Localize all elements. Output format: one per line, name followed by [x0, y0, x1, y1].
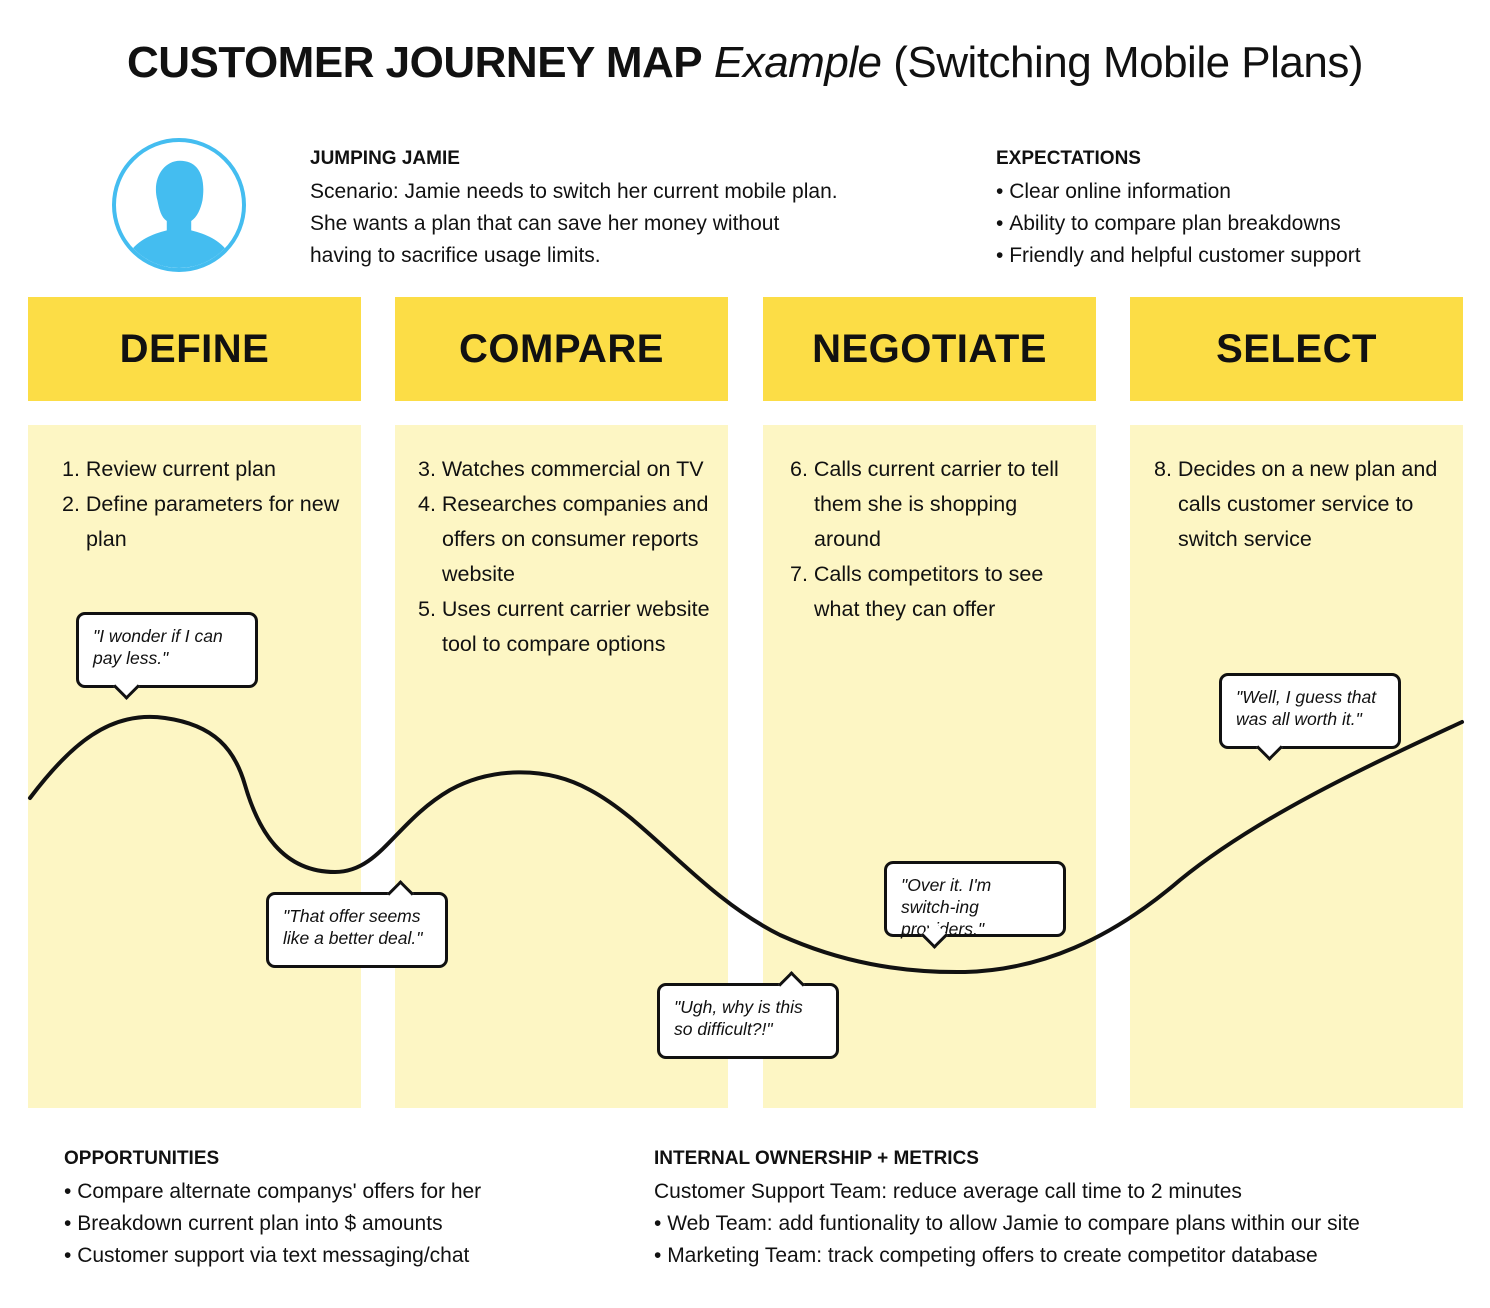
list-item: Clear online information	[996, 176, 1466, 208]
stage-header-define: DEFINE	[28, 297, 361, 401]
persona-scenario: Scenario: Jamie needs to switch her curr…	[310, 176, 950, 272]
opportunities-heading: OPPORTUNITIES	[64, 1148, 220, 1169]
ownership-lead: Customer Support Team: reduce average ca…	[654, 1180, 1242, 1203]
steps-define: 1. Review current plan 2. Define paramet…	[62, 452, 342, 557]
quote-text: "Ugh, why is this so difficult?!"	[674, 997, 803, 1039]
quote-bubble-negotiate: "Over it. I'm switch-ing providers."	[884, 861, 1066, 939]
step-item: 4. Researches companies and offers on co…	[418, 492, 709, 586]
person-silhouette-icon	[112, 138, 246, 272]
steps-negotiate: 6. Calls current carrier to tell them sh…	[790, 452, 1080, 627]
list-item: Breakdown current plan into $ amounts	[64, 1208, 624, 1240]
scenario-line: Scenario: Jamie needs to switch her curr…	[310, 180, 838, 203]
quote-bubble-define: "I wonder if I can pay less." .b0::after…	[76, 612, 258, 688]
step-item: 7. Calls competitors to see what they ca…	[790, 562, 1044, 621]
step-item: 6. Calls current carrier to tell them sh…	[790, 457, 1059, 551]
stage-header-compare: COMPARE	[395, 297, 728, 401]
expectations-heading: EXPECTATIONS	[996, 148, 1141, 169]
page-title: CUSTOMER JOURNEY MAP Example (Switching …	[0, 38, 1490, 88]
ownership-heading: INTERNAL OWNERSHIP + METRICS	[654, 1148, 979, 1169]
list-item: Ability to compare plan breakdowns	[996, 208, 1466, 240]
title-subtitle: (Switching Mobile Plans)	[893, 38, 1364, 87]
expectations-list: Clear online information Ability to comp…	[996, 176, 1466, 272]
steps-compare: 3. Watches commercial on TV 4. Researche…	[418, 452, 714, 662]
title-example: Example	[713, 38, 882, 87]
expectations-block: EXPECTATIONS Clear online information Ab…	[996, 148, 1466, 272]
stage-header-negotiate: NEGOTIATE	[763, 297, 1096, 401]
step-item: 2. Define parameters for new plan	[62, 492, 340, 551]
opportunities-block: OPPORTUNITIES Compare alternate companys…	[64, 1148, 624, 1272]
list-item: Friendly and helpful customer support	[996, 240, 1466, 272]
quote-text: "That offer seems like a better deal."	[283, 906, 423, 948]
step-item: 5. Uses current carrier website tool to …	[418, 597, 710, 656]
opportunities-list: Compare alternate companys' offers for h…	[64, 1176, 624, 1272]
quote-bubble-difficult: "Ugh, why is this so difficult?!"	[657, 983, 839, 1059]
quote-text: "Over it. I'm switch-ing providers."	[901, 875, 992, 939]
title-main: CUSTOMER JOURNEY MAP	[126, 38, 703, 87]
quote-text: "Well, I guess that was all worth it."	[1236, 687, 1377, 729]
quote-bubble-select: "Well, I guess that was all worth it."	[1219, 673, 1401, 749]
quote-text: "I wonder if I can pay less."	[93, 626, 223, 668]
stage-header-select: SELECT	[1130, 297, 1463, 401]
step-item: 1. Review current plan	[62, 457, 276, 481]
persona-name: JUMPING JAMIE	[310, 148, 460, 169]
steps-select: 8. Decides on a new plan and calls custo…	[1154, 452, 1454, 557]
quote-bubble-compare-offer: "That offer seems like a better deal."	[266, 892, 448, 968]
list-item: Customer support via text messaging/chat	[64, 1240, 624, 1272]
ownership-block: INTERNAL OWNERSHIP + METRICS Customer Su…	[654, 1148, 1474, 1272]
list-item: Marketing Team: track competing offers t…	[654, 1240, 1474, 1272]
list-item: Web Team: add funtionality to allow Jami…	[654, 1208, 1474, 1240]
step-item: 8. Decides on a new plan and calls custo…	[1154, 457, 1438, 551]
step-item: 3. Watches commercial on TV	[418, 457, 704, 481]
persona-block: JUMPING JAMIE Scenario: Jamie needs to s…	[310, 148, 950, 272]
ownership-list: Web Team: add funtionality to allow Jami…	[654, 1208, 1474, 1272]
list-item: Compare alternate companys' offers for h…	[64, 1176, 624, 1208]
scenario-line: having to sacrifice usage limits.	[310, 244, 601, 267]
scenario-line: She wants a plan that can save her money…	[310, 212, 780, 235]
